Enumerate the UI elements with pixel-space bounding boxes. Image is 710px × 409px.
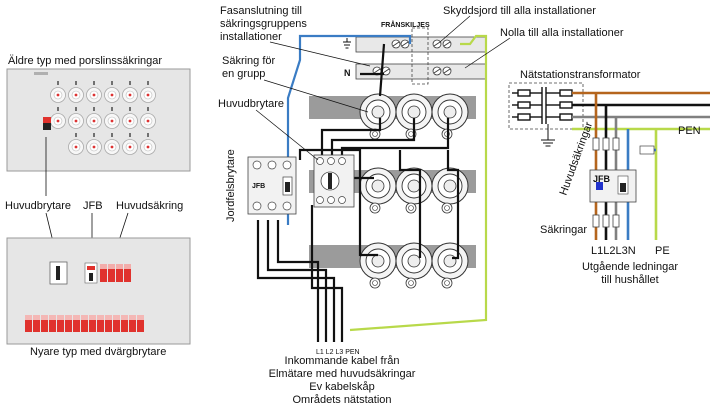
fuse-holder-icon xyxy=(431,93,469,140)
mini-breaker-icon xyxy=(97,315,104,332)
fuse-holder-icon xyxy=(359,167,397,214)
label-n: N xyxy=(344,68,351,78)
porcelain-fuse-icon xyxy=(86,107,102,129)
screw-icon xyxy=(391,39,401,49)
porcelain-fuse-icon xyxy=(104,81,120,103)
label-huvudsakring-left: Huvudsäkring xyxy=(116,200,183,212)
porcelain-fuse-icon xyxy=(140,81,156,103)
cable-labels: L1 L2 L3 PEN xyxy=(316,349,360,356)
outgoing-line1: Utgående ledningar xyxy=(582,261,678,273)
disconnect-box xyxy=(411,27,429,85)
mini-breaker-icon xyxy=(25,315,32,332)
porcelain-fuse-icon xyxy=(104,107,120,129)
terminal-screws xyxy=(372,39,452,76)
mini-breaker-icon xyxy=(33,315,40,332)
jfb-small-label: JFB xyxy=(252,183,265,190)
porcelain-fuse-icon xyxy=(140,133,156,155)
porcelain-fuse-icon xyxy=(122,133,138,155)
mini-breaker-icon xyxy=(113,315,120,332)
label-jordfelsbrytare: Jordfelsbrytare xyxy=(225,149,237,222)
porcelain-fuse-icon xyxy=(140,107,156,129)
porcelain-fuse-icon xyxy=(122,81,138,103)
new-main-fuses xyxy=(100,264,131,282)
porcelain-fuse-icon xyxy=(86,81,102,103)
group-fuses-icon xyxy=(592,214,620,228)
earth-symbol-icon xyxy=(343,38,351,49)
label-jfb-left: JFB xyxy=(83,200,103,212)
label-skyddsjord: Skyddsjord till alla installationer xyxy=(443,5,596,17)
mini-breaker-icon xyxy=(57,315,64,332)
porcelain-fuse-icon xyxy=(68,107,84,129)
mini-breaker-icon xyxy=(129,315,136,332)
fuse-holder-icon xyxy=(359,242,397,289)
new-breaker-panel xyxy=(6,237,191,345)
mini-breaker-icon xyxy=(73,315,80,332)
right-jfb-module: JFB xyxy=(589,169,637,203)
screw-icon xyxy=(432,39,442,49)
new-panel-title: Nyare typ med dvärgbrytare xyxy=(30,346,166,358)
label-pe: PE xyxy=(655,245,670,257)
screw-icon xyxy=(400,39,410,49)
porcelain-fuse-icon xyxy=(122,107,138,129)
label-pen: PEN xyxy=(678,125,701,137)
right-schematic: Nätstationstransformator xyxy=(508,69,710,286)
sakring-grupp-line1: Säkring för xyxy=(222,55,276,67)
mini-breaker-icon xyxy=(65,315,72,332)
mini-breaker-icon xyxy=(105,315,112,332)
fuse-holder-icon xyxy=(359,93,397,140)
pen-connector xyxy=(639,145,655,155)
mini-breaker-icon xyxy=(137,315,144,332)
fuse-holder-icon xyxy=(431,167,469,214)
label-franskiljes: FRÅNSKILJES xyxy=(381,20,430,29)
mini-breakers xyxy=(25,315,144,332)
outgoing-line2: till hushållet xyxy=(601,274,658,286)
main-fuses-icon xyxy=(592,137,620,151)
incoming-line2: Elmätare med huvudsäkringar xyxy=(269,368,416,380)
screw-icon xyxy=(432,66,442,76)
mini-breaker-icon xyxy=(41,315,48,332)
porcelain-fuse-icon xyxy=(68,81,84,103)
mini-breaker-icon xyxy=(49,315,56,332)
center-diagram: FRÅNSKILJES N xyxy=(218,5,624,406)
fasanslutning-line1: Fasanslutning till xyxy=(220,5,302,17)
old-panel-title: Äldre typ med porslinssäkringar xyxy=(8,55,162,67)
porcelain-fuse-icon xyxy=(50,81,66,103)
screw-icon xyxy=(442,39,452,49)
porcelain-fuse-icon xyxy=(68,133,84,155)
screw-icon xyxy=(442,66,452,76)
porcelain-fuse-icon xyxy=(86,133,102,155)
label-phases: L1L2L3N xyxy=(591,245,636,257)
fasanslutning-line2: säkringsgruppens xyxy=(220,18,307,30)
mini-breaker-icon xyxy=(121,315,128,332)
label-huvudbrytare-left: Huvudbrytare xyxy=(5,200,71,212)
main-switch-module xyxy=(313,154,355,208)
porcelain-fuse-icon xyxy=(50,107,66,129)
fuse-holder-icon xyxy=(431,242,469,289)
jfb-module: JFB xyxy=(247,156,297,215)
porcelain-fuses xyxy=(50,81,156,155)
right-jfb-label: JFB xyxy=(593,174,611,184)
label-transformer: Nätstationstransformator xyxy=(520,69,641,81)
mini-breaker-icon xyxy=(89,315,96,332)
transformer-coils-icon xyxy=(512,87,573,124)
fuse-holder-icon xyxy=(395,242,433,289)
label-huvudbrytare-center: Huvudbrytare xyxy=(218,98,284,110)
fasanslutning-line3: installationer xyxy=(220,31,282,43)
incoming-line1: Inkommande kabel från xyxy=(285,355,400,367)
incoming-line4: Områdets nätstation xyxy=(292,394,391,406)
wiring xyxy=(256,34,488,342)
ground-symbol-icon xyxy=(541,124,555,147)
mini-breaker-icon xyxy=(81,315,88,332)
porcelain-fuse-icon xyxy=(104,133,120,155)
label-sakringar: Säkringar xyxy=(540,224,587,236)
fuse-holder-icon xyxy=(395,167,433,214)
label-nolla: Nolla till alla installationer xyxy=(500,27,624,39)
incoming-line3: Ev kabelskåp xyxy=(309,381,374,393)
old-fuse-panel xyxy=(6,68,191,172)
sakring-grupp-line2: en grupp xyxy=(222,68,265,80)
